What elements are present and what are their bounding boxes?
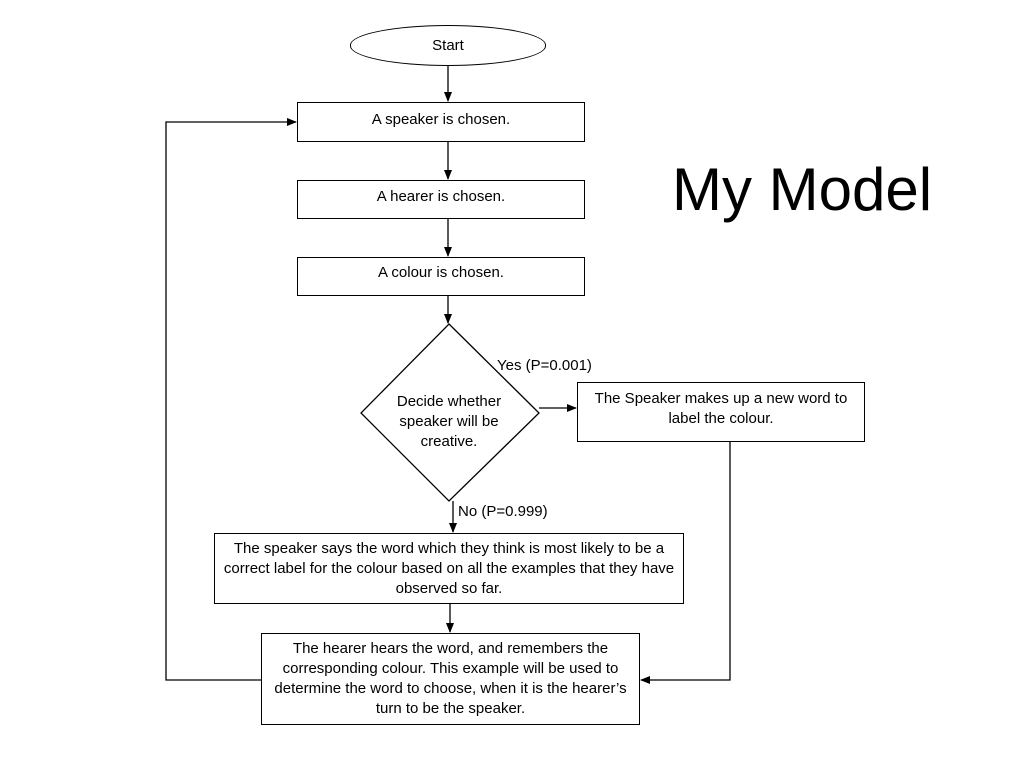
speaker-chosen-label: A speaker is chosen.	[371, 111, 511, 128]
new-word-label: The Speaker makes up a new word to label…	[594, 390, 848, 427]
decision-label: Decide whether speaker will be creative.	[396, 393, 502, 450]
start-terminal: Start	[350, 25, 546, 66]
speaker-chosen-step: A speaker is chosen.	[297, 102, 585, 142]
arrow-newword-to-hears	[640, 442, 731, 684]
new-word-step: The Speaker makes up a new word to label…	[577, 382, 865, 442]
colour-chosen-step: A colour is chosen.	[297, 257, 585, 296]
hearer-hears-label: The hearer hears the word, and remembers…	[274, 640, 627, 717]
speaker-says-step: The speaker says the word which they thi…	[214, 533, 684, 604]
decision-diamond	[360, 323, 540, 502]
no-branch-label: No (P=0.999)	[458, 503, 548, 520]
yes-branch-label: Yes (P=0.001)	[497, 357, 592, 374]
speaker-says-label: The speaker says the word which they thi…	[223, 539, 675, 597]
colour-chosen-label: A colour is chosen.	[378, 264, 504, 281]
hearer-chosen-label: A hearer is chosen.	[376, 188, 506, 205]
start-label: Start	[432, 36, 464, 54]
arrow-loop-back-to-speaker	[165, 118, 297, 681]
slide-title: My Model	[672, 156, 933, 223]
hearer-hears-step: The hearer hears the word, and remembers…	[261, 633, 640, 725]
hearer-chosen-step: A hearer is chosen.	[297, 180, 585, 219]
